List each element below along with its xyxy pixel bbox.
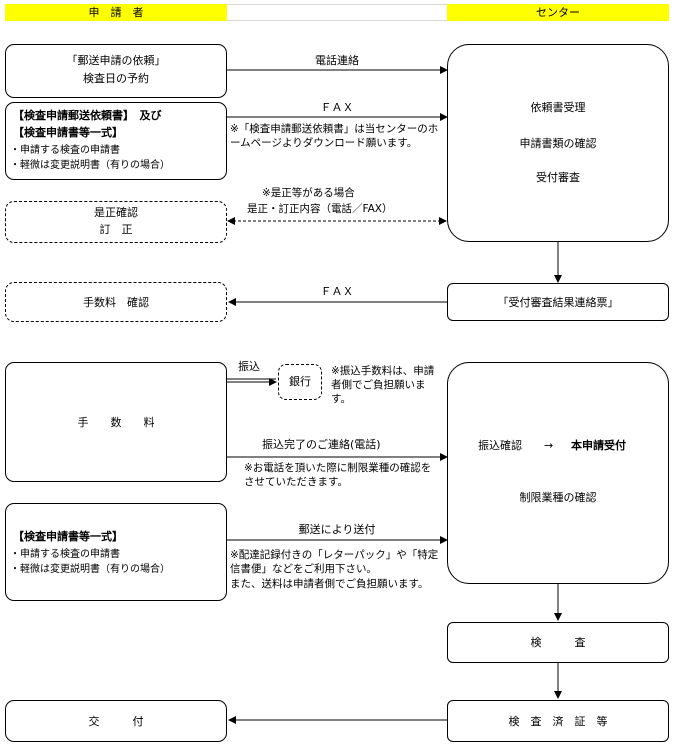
bank-label: 銀行 <box>289 375 311 388</box>
intake-line3: 受付審査 <box>536 171 580 184</box>
correction-box: 是正確認 訂 正 <box>5 201 227 243</box>
certificate-box: 検 査 済 証 等 <box>447 700 669 742</box>
fee-confirm-label: 手数料 確認 <box>83 296 149 309</box>
mail-docs-item1: ・申請する検査の申請書 <box>10 549 120 560</box>
center-intake-box: 依頼書受理 申請書類の確認 受付審査 <box>447 44 669 242</box>
header-gap <box>227 4 447 21</box>
delivery-label: 交 付 <box>88 715 144 728</box>
fee-confirm-box: 手数料 確認 <box>5 282 227 322</box>
center-header: センター <box>447 4 669 21</box>
mail-docs-item2: ・軽微は変更説明書（有りの場合） <box>10 564 170 575</box>
fax-result-label: ＦＡＸ <box>320 285 354 298</box>
applicant-header: 申 請 者 <box>5 4 227 21</box>
main-accept-box: 振込確認 → 本申請受付 制限業種の確認 <box>447 362 669 584</box>
result-notice-label: 「受付審査結果連絡票」 <box>497 296 619 309</box>
fax-documents-box: 【検査申請郵送依頼書】 及び 【検査申請書等一式】 ・申請する検査の申請書 ・軽… <box>5 102 227 180</box>
mail-note1: ※配達記録付きの「レターパック」や「特定信書便」などをご利用下さい。 <box>230 549 439 575</box>
restricted-check-label: 制限業種の確認 <box>519 491 597 504</box>
fax-docs-title1: 【検査申請郵送依頼書】 及び <box>13 109 162 122</box>
fax-note: ※「検査申請郵送依頼書」は当センターのホームページよりダウンロード願います。 <box>230 123 439 149</box>
phone-label: 電話連絡 <box>315 54 359 67</box>
inspection-box: 検 査 <box>447 622 669 663</box>
fax-docs-title2: 【検査申請書等一式】 <box>13 126 123 139</box>
fee-box: 手 数 料 <box>5 362 227 482</box>
certificate-label: 検 査 済 証 等 <box>508 715 608 728</box>
mail-request-line2: 検査日の予約 <box>83 72 149 85</box>
intake-line1: 依頼書受理 <box>530 101 586 114</box>
transfer-confirm-label: 振込確認 <box>478 439 522 452</box>
inspection-label: 検 査 <box>530 636 586 649</box>
bank-box: 銀行 <box>278 364 322 400</box>
correction-note2: 是正・訂正内容（電話／FAX） <box>247 203 393 215</box>
fax-label: ＦＡＸ <box>320 101 354 114</box>
bank-note: ※振込手数料は、申請者側でご負担願います。 <box>331 365 435 405</box>
mail-request-line1: 「郵送申請の依頼」 <box>66 54 166 67</box>
result-notice-box: 「受付審査結果連絡票」 <box>447 283 669 321</box>
mail-note2: また、送料は申請者側でご負担願います。 <box>230 578 429 590</box>
fax-docs-item2: ・軽微は変更説明書（有りの場合） <box>10 160 170 171</box>
transfer-label: 振込 <box>238 360 260 373</box>
mail-send-label: 郵送により送付 <box>298 523 376 536</box>
main-accept-label: 本申請受付 <box>571 439 626 452</box>
delivery-box: 交 付 <box>5 700 227 742</box>
intake-line2: 申請書類の確認 <box>519 137 597 150</box>
mail-documents-box: 【検査申請書等一式】 ・申請する検査の申請書 ・軽微は変更説明書（有りの場合） <box>5 503 227 601</box>
accept-arrow-icon: → <box>544 439 554 452</box>
transfer-note: ※お電話を頂いた際に制限業種の確認をさせていただきます。 <box>244 462 432 488</box>
correction-line1: 是正確認 <box>94 206 138 219</box>
correction-line2: 訂 正 <box>99 223 133 236</box>
mail-docs-title: 【検査申請書等一式】 <box>13 530 123 543</box>
fax-docs-item1: ・申請する検査の申請書 <box>10 145 120 156</box>
fee-label: 手 数 料 <box>77 416 155 429</box>
mail-request-box: 「郵送申請の依頼」 検査日の予約 <box>5 44 227 98</box>
correction-note1: ※是正等がある場合 <box>262 187 355 199</box>
transfer-done-label: 振込完了のご連絡(電話) <box>262 438 381 451</box>
